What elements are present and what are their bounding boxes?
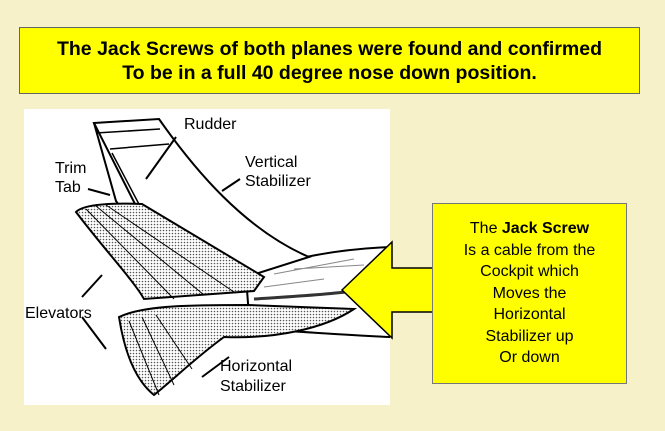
label-horizontal-stabilizer: Stabilizer <box>220 378 286 395</box>
title-banner: The Jack Screws of both planes were foun… <box>19 27 640 94</box>
info-line-6: Or down <box>499 349 560 367</box>
info-line-4: Horizontal <box>493 306 566 324</box>
elevator-upper <box>74 202 266 301</box>
info-heading: The Jack Screw <box>470 218 589 240</box>
jack-screw-info: The Jack Screw Is a cable from the Cockp… <box>432 203 627 384</box>
info-line-5: Stabilizer up <box>485 327 574 345</box>
info-line-3: Moves the <box>492 284 567 302</box>
label-horizontal: Horizontal <box>220 358 293 375</box>
label-vertical-stabilizer: Stabilizer <box>245 173 311 190</box>
tail-diagram: Rudder Trim Tab Vertical Stabilizer Elev… <box>24 109 390 405</box>
title-line-1: The Jack Screws of both planes were foun… <box>56 37 603 60</box>
info-prefix: The <box>469 220 502 238</box>
info-line-1: Is a cable from the <box>463 241 596 259</box>
title-line-2: To be in a full 40 degree nose down posi… <box>122 61 537 84</box>
label-rudder: Rudder <box>184 116 237 133</box>
label-elevators: Elevators <box>25 305 92 322</box>
info-line-2: Cockpit which <box>480 263 579 281</box>
tail-drawing <box>74 117 390 397</box>
label-tab: Tab <box>55 179 81 196</box>
info-bold: Jack Screw <box>501 220 590 238</box>
vertical-stabilizer <box>92 117 312 283</box>
pointer-arrow <box>340 240 434 340</box>
elevator-lower <box>117 303 358 397</box>
label-vertical: Vertical <box>245 154 298 171</box>
label-trim: Trim <box>55 160 87 177</box>
